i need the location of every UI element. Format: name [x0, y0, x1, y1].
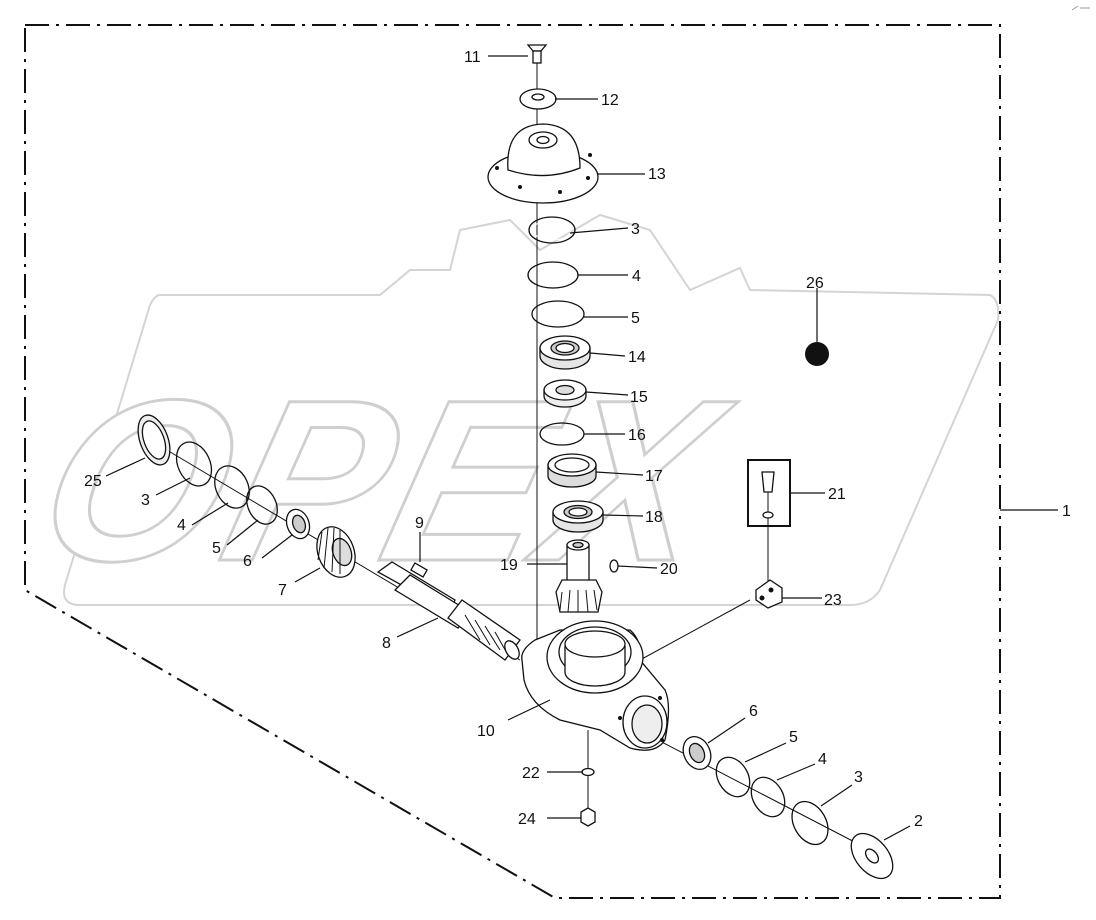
- label-13: 13: [648, 166, 666, 183]
- label-4-left: 4: [177, 517, 186, 534]
- label-19: 19: [500, 557, 518, 574]
- label-21: 21: [828, 486, 846, 503]
- part-23-fitting: [755, 579, 783, 609]
- part-17-seal: [547, 453, 597, 488]
- part-3-right-circlip: [791, 800, 829, 846]
- part-5-top-ring: [531, 300, 585, 328]
- part-6-left-bearing: [285, 508, 311, 540]
- part-9-key: [410, 562, 428, 578]
- watermark-text: OPEX: [18, 353, 751, 609]
- label-22: 22: [522, 765, 540, 782]
- part-4-right-ring: [750, 776, 786, 818]
- label-25: 25: [84, 473, 102, 490]
- label-17: 17: [645, 468, 663, 485]
- label-8: 8: [382, 635, 391, 652]
- label-24: 24: [518, 811, 536, 828]
- label-4-right: 4: [818, 751, 827, 768]
- part-15-spacer: [543, 379, 587, 408]
- part-21-grease-nipple: [747, 459, 791, 527]
- part-5-right-ring: [715, 756, 751, 798]
- part-4-top-ring: [527, 261, 579, 289]
- label-3-top: 3: [631, 221, 640, 238]
- part-13-cover: [487, 123, 599, 204]
- label-26: 26: [806, 275, 824, 292]
- label-6-right: 6: [749, 703, 758, 720]
- label-5-left: 5: [212, 540, 221, 557]
- part-24-plug: [580, 807, 596, 827]
- part-8-shaft: [376, 561, 521, 661]
- callout-labels: 1 2 3 3 3 4 4 4 5 5 5 6 6 7 8 9 10 11 12…: [84, 49, 1071, 830]
- label-16: 16: [628, 427, 646, 444]
- label-4-top: 4: [632, 268, 641, 285]
- label-5-top: 5: [631, 310, 640, 327]
- part-26-ball: [805, 342, 829, 366]
- label-7: 7: [278, 582, 287, 599]
- part-2-washer: [850, 832, 894, 880]
- label-1: 1: [1062, 503, 1071, 520]
- part-5-left-ring: [246, 485, 278, 525]
- label-10: 10: [477, 723, 495, 740]
- part-22-washer: [581, 767, 595, 777]
- label-3-right: 3: [854, 769, 863, 786]
- part-3-top-circlip: [528, 216, 576, 244]
- label-11: 11: [464, 49, 481, 66]
- part-10-housing: [521, 620, 670, 751]
- part-19-pinion: [555, 539, 603, 613]
- part-7-bevel-gear: [316, 526, 356, 578]
- label-6-left: 6: [243, 553, 252, 570]
- label-2: 2: [914, 813, 923, 830]
- part-25-seal: [137, 414, 171, 466]
- leader-lines: [105, 55, 1058, 841]
- part-12-washer: [519, 88, 557, 110]
- part-6-right-bearing: [682, 735, 712, 771]
- part-18-bearing: [552, 500, 604, 533]
- part-20-key: [609, 559, 619, 573]
- label-20: 20: [660, 561, 678, 578]
- label-18: 18: [645, 509, 663, 526]
- label-23: 23: [824, 592, 842, 609]
- part-3-left-circlip: [175, 441, 213, 487]
- watermark: OPEX: [17, 213, 1000, 611]
- label-14: 14: [628, 349, 646, 366]
- part-14-bearing: [539, 335, 591, 370]
- label-5-right: 5: [789, 729, 798, 746]
- part-11-screw: [526, 44, 548, 64]
- part-4-left-ring: [214, 465, 250, 509]
- label-15: 15: [630, 389, 648, 406]
- label-12: 12: [601, 92, 619, 109]
- label-9: 9: [415, 515, 424, 532]
- corner-mark: [1071, 5, 1090, 11]
- label-3-left: 3: [141, 492, 150, 509]
- assembly-border: [24, 24, 1001, 899]
